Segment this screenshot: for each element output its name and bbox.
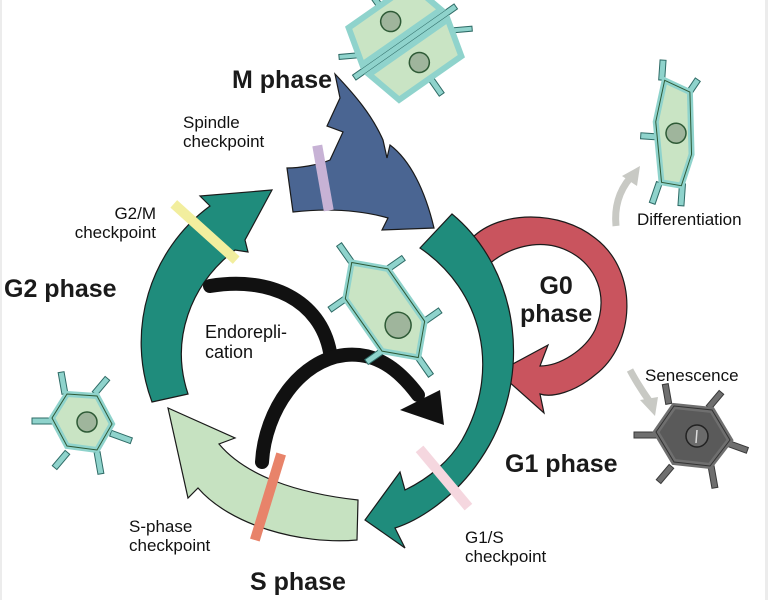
- right-border: [765, 0, 768, 600]
- spindle-line1: Spindle: [183, 113, 240, 132]
- g2-phase-arrow: [140, 189, 274, 403]
- s-phase-checkpoint-label: S-phase checkpoint: [129, 517, 210, 555]
- senescence-arrowhead: [640, 397, 658, 416]
- dividing-cell: [338, 0, 473, 104]
- nucleus: [379, 10, 402, 33]
- endoreplication-branch: [255, 347, 425, 469]
- g0-label-line1: G0: [539, 272, 573, 300]
- g0-label-line2: phase: [520, 300, 593, 328]
- g1s-checkpoint-label: G1/S checkpoint: [465, 528, 546, 566]
- endoreplication-path: [203, 276, 337, 359]
- s-phase-checkpoint-bar: [250, 452, 286, 542]
- senescence-label: Senescence: [645, 366, 739, 385]
- central-cell: [327, 242, 443, 378]
- m-phase-label: M phase: [232, 66, 333, 94]
- g1-phase-arrow: [364, 213, 515, 549]
- g2m-line2: checkpoint: [74, 223, 156, 243]
- endoreplication-line2: cation: [205, 342, 254, 363]
- s-phase-cp-line1: S-phase: [129, 517, 193, 536]
- small-cell: [31, 371, 134, 475]
- g0-phase-label: G0 phase: [520, 272, 592, 328]
- g2m-checkpoint-label: G2/M checkpoint: [42, 204, 156, 242]
- g1s-line2: checkpoint: [465, 547, 547, 567]
- endoreplication-arrowhead: [400, 390, 444, 425]
- g0-phase-arrow: [471, 216, 628, 415]
- nucleus: [384, 311, 412, 339]
- spindle-checkpoint-bar: [312, 144, 334, 212]
- g1-phase-label: G1 phase: [505, 450, 618, 478]
- differentiation-arrow: [612, 175, 633, 227]
- differentiation-arrowhead: [622, 166, 640, 186]
- g2m-checkpoint-bar: [170, 200, 240, 264]
- differentiation-label: Differentiation: [637, 210, 742, 229]
- nucleus: [665, 122, 687, 144]
- spindle-checkpoint-label: Spindle checkpoint: [183, 113, 264, 151]
- nucleus: [76, 411, 98, 433]
- g1s-line1: G1/S: [465, 528, 504, 547]
- g1s-checkpoint-bar: [415, 445, 473, 511]
- s-phase-arrow: [167, 406, 359, 542]
- endoreplication-line1: Endorepli-: [205, 322, 288, 342]
- g2-phase-label: G2 phase: [4, 275, 117, 303]
- spindle-line2: checkpoint: [183, 132, 265, 152]
- endoreplication-label: Endorepli- cation: [205, 322, 287, 362]
- senescent-cell: [633, 383, 750, 489]
- differentiated-cell: [639, 59, 701, 207]
- nucleus: [408, 51, 431, 74]
- g2m-line1: G2/M: [114, 204, 156, 223]
- s-phase-label: S phase: [250, 568, 346, 596]
- left-border: [0, 0, 2, 600]
- s-phase-cp-line2: checkpoint: [129, 536, 211, 556]
- m-phase-arrow: [286, 72, 435, 231]
